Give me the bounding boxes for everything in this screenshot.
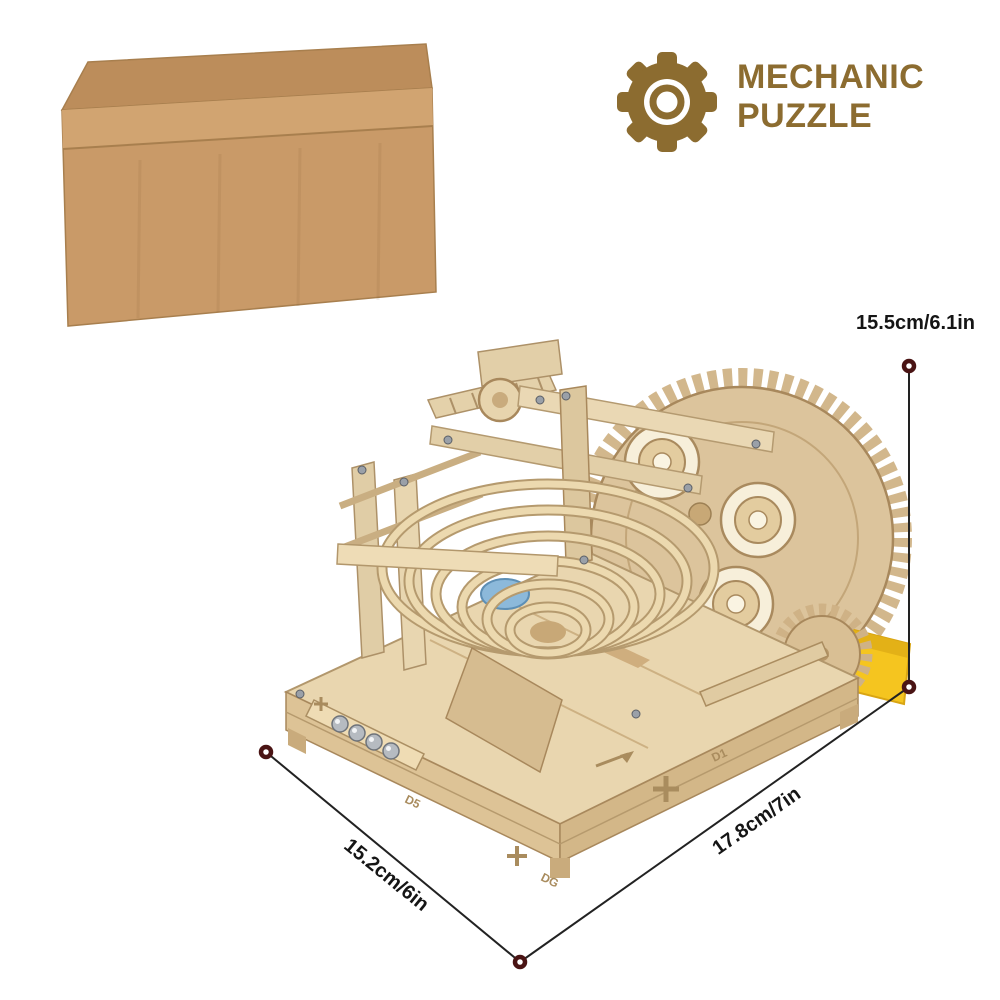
dimension-line-depth: [519, 686, 910, 963]
etched-plus: [653, 776, 679, 802]
etched-part-label: D1: [709, 745, 729, 764]
base-foot: [288, 728, 306, 754]
dimension-annotations: [258, 358, 917, 970]
base-foot: [550, 858, 570, 878]
etched-part-label: D5: [403, 792, 423, 811]
packaging-box: [60, 43, 437, 327]
etched-plus: [507, 846, 527, 866]
gear-hub: [688, 502, 712, 526]
box-cardboard-texture: [136, 142, 382, 319]
bowl-center-hole: [530, 621, 566, 643]
bowl-support: [445, 646, 563, 774]
gear-icon: [617, 52, 717, 152]
box-lid-strip: [62, 88, 433, 149]
spiral-bowl: [376, 478, 720, 660]
gear-cutout-wheel: [719, 481, 797, 559]
box-lid-edge: [62, 125, 434, 150]
marble-run-model: D5 D1 DG: [283, 339, 912, 891]
screws: [295, 391, 761, 719]
height-dimension-label: 15.5cm/6.1in: [856, 312, 975, 334]
brand-line-2: PUZZLE: [737, 97, 873, 135]
etched-arrowhead: [620, 751, 634, 763]
dimension-endpoint-dot: [901, 679, 917, 695]
brand-wordmark: MECHANIC PUZZLE: [737, 58, 924, 136]
etched-plus: [314, 697, 328, 711]
layer-seam: [285, 697, 859, 845]
steel-marbles: [331, 715, 400, 760]
base-foot: [840, 704, 858, 730]
front-rail: [336, 543, 559, 577]
dimension-endpoint-dot: [512, 954, 528, 970]
dimension-endpoint-dot: [258, 744, 274, 760]
right-rail: [699, 641, 829, 707]
dimension-endpoint-dot: [901, 358, 917, 374]
brand-line-1: MECHANIC: [737, 58, 925, 96]
dimension-line-width: [265, 751, 521, 963]
top-release-assembly: [477, 339, 563, 423]
etched-marks: D5 D1 DG: [314, 697, 729, 891]
